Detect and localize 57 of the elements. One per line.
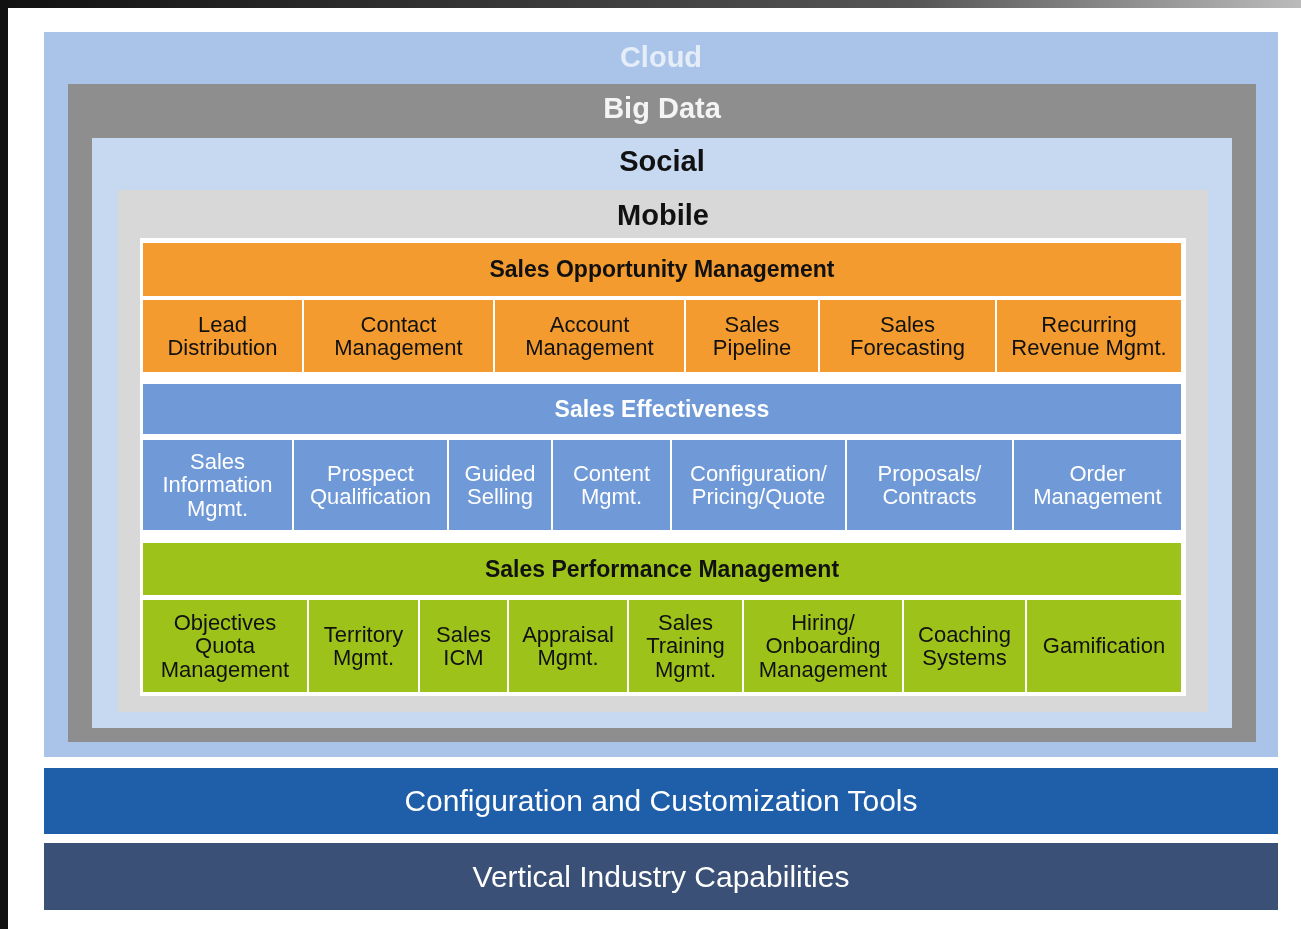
section-header [143, 384, 1181, 434]
capability-label: Territory Mgmt. [322, 622, 405, 670]
capability-label: Configuration/ Pricing/Quote [689, 461, 828, 509]
capability-cell [997, 300, 1181, 372]
capability-label: Contact Management [333, 312, 464, 360]
bar-label: Configuration and Customization Tools [403, 785, 919, 817]
capability-label: Objectives Quota Management [159, 611, 291, 681]
capability-label: Account Management [524, 312, 655, 360]
capability-cell [495, 300, 684, 372]
capability-label: Sales ICM [434, 622, 492, 670]
capability-cell [672, 440, 845, 530]
capability-cell [847, 440, 1012, 530]
section-title: Sales Opportunity Management [488, 257, 836, 282]
layer-band [118, 190, 1208, 712]
capability-cell [686, 300, 818, 372]
capability-cell [1027, 600, 1181, 692]
capability-label: Content Mgmt. [571, 461, 652, 509]
capability-cell [143, 440, 292, 530]
section-header [143, 243, 1181, 296]
capability-label: Sales Training Mgmt. [645, 611, 726, 681]
capability-label: Gamification [1041, 634, 1167, 658]
capability-label: Sales Pipeline [711, 312, 793, 360]
section-header [143, 543, 1181, 595]
capability-cell [449, 440, 551, 530]
capability-cell [1014, 440, 1181, 530]
capability-label: Proposals/ Contracts [876, 461, 983, 509]
section-title: Sales Performance Management [483, 556, 841, 582]
capability-cell [629, 600, 742, 692]
capability-label: Lead Distribution [166, 312, 279, 360]
capability-label: Coaching Systems [917, 622, 1012, 670]
capability-label: Order Management [1032, 461, 1163, 509]
layer-title: Mobile [616, 200, 710, 231]
capability-cell [904, 600, 1025, 692]
capability-label: Recurring Revenue Mgmt. [1010, 312, 1168, 360]
capability-cell [420, 600, 507, 692]
capability-cell [509, 600, 627, 692]
platform-bar [44, 768, 1278, 834]
capability-cell [304, 300, 493, 372]
capability-cell [309, 600, 418, 692]
layer-title: Cloud [618, 42, 704, 73]
capability-cell [143, 600, 307, 692]
bar-label: Vertical Industry Capabilities [471, 860, 851, 893]
capability-label: Sales Information Mgmt. [161, 450, 274, 520]
capability-label: Guided Selling [463, 461, 537, 509]
capability-cell [820, 300, 995, 372]
capability-label: Prospect Qualification [308, 461, 433, 509]
capability-label: Hiring/ Onboarding Management [757, 611, 889, 681]
layer-title: Social [618, 146, 706, 177]
section-title: Sales Effectiveness [553, 396, 771, 422]
platform-bar [44, 843, 1278, 910]
capability-cell [744, 600, 902, 692]
capability-label: Appraisal Mgmt. [521, 622, 615, 670]
capability-label: Sales Forecasting [849, 312, 966, 360]
layer-title: Big Data [602, 93, 722, 124]
capability-cell [143, 300, 302, 372]
capability-cell [294, 440, 447, 530]
capability-cell [553, 440, 670, 530]
